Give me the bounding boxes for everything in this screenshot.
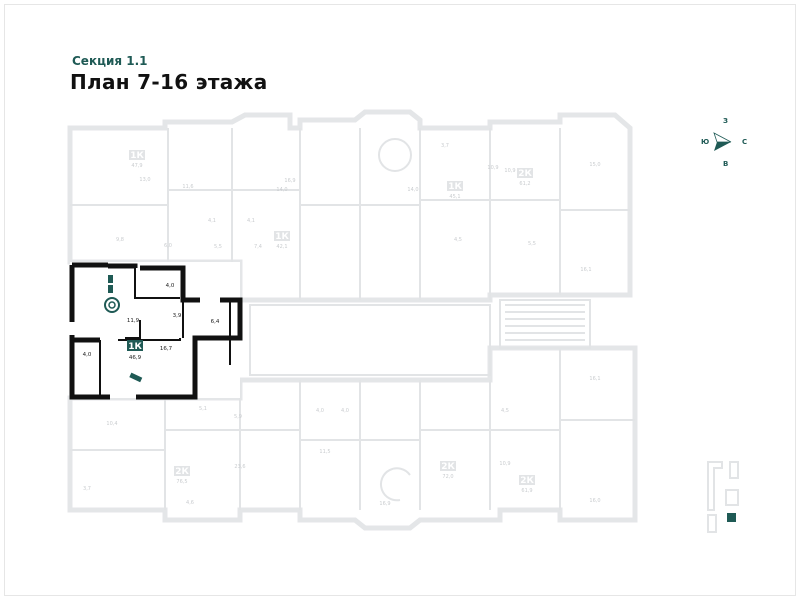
apartment-type: 2К [175, 467, 189, 477]
apartment-area: 76,5 [176, 479, 187, 485]
room-area: 10,9 [487, 165, 498, 171]
room-area: 16,7 [160, 346, 173, 352]
room-area: 5,5 [214, 244, 222, 250]
building-outline [67, 109, 638, 531]
room-area: 4,5 [454, 237, 462, 243]
apartment-area: 72,0 [442, 474, 453, 480]
room-area: 10,9 [504, 168, 515, 174]
apartment-type: 2К [518, 169, 532, 179]
room-area: 10,9 [499, 461, 510, 467]
apartment-type-badge [274, 231, 290, 241]
room-area: 16,9 [379, 501, 390, 507]
room-area: 23,6 [234, 464, 245, 470]
room-area: 4,0 [341, 408, 349, 414]
apartment-type: 2К [441, 462, 455, 472]
room-area: 11,6 [182, 184, 193, 190]
room-area: 16,0 [589, 498, 600, 504]
apartment-area: 42,1 [276, 244, 287, 250]
site-minimap [707, 461, 739, 533]
room-area: 10,4 [106, 421, 117, 427]
room-area: 3,7 [441, 143, 449, 149]
room-area: 3,7 [83, 486, 91, 492]
room-area: 9,8 [116, 237, 124, 243]
room-area: 16,1 [580, 267, 591, 273]
apartment-area: 61,2 [519, 181, 530, 187]
room-area: 4,1 [247, 218, 255, 224]
room-area: 4,0 [166, 283, 175, 289]
room-area: 5,5 [528, 241, 536, 247]
section-label: Секция 1.1 [72, 54, 148, 68]
compass-north: З [723, 117, 728, 125]
room-area: 11,5 [319, 449, 330, 455]
apartment-type-badge [447, 181, 463, 191]
compass-east: С [742, 138, 748, 146]
room-area: 6,4 [211, 319, 220, 325]
room-area: 16,9 [284, 178, 295, 184]
room-area: 13,0 [139, 177, 150, 183]
room-area: 3,9 [173, 313, 182, 319]
apartment-area: 47,9 [131, 163, 142, 169]
highlighted-apartment-labels: 4,0 11,9 3,9 6,4 16,7 4,0 1К 46,9 [83, 283, 220, 361]
compass-west: Ю [701, 138, 710, 146]
page-title: План 7-16 этажа [70, 70, 268, 94]
compass-south: В [723, 160, 729, 168]
room-area: 4,0 [83, 352, 92, 358]
room-area: 4,6 [186, 500, 194, 506]
apartment-type: 1К [275, 232, 289, 242]
apartment-area: 45,1 [449, 194, 460, 200]
room-area: 6,0 [164, 243, 172, 249]
apartment-type: 1К [130, 151, 144, 161]
room-area: 14,0 [407, 187, 418, 193]
room-area: 7,4 [254, 244, 262, 250]
apartment-type-badge [129, 150, 145, 160]
apartment-type-badge [440, 461, 456, 471]
room-area: 4,1 [208, 218, 216, 224]
apartment-type: 2К [520, 476, 534, 486]
room-area: 15,0 [589, 162, 600, 168]
room-area: 14,0 [276, 187, 287, 193]
highlighted-apartment[interactable] [69, 262, 243, 400]
apartment-type: 1К [448, 182, 462, 192]
room-area: 5,9 [234, 414, 242, 420]
plan-frame [4, 4, 796, 596]
apartment-type-badge [519, 475, 535, 485]
room-area: 16,1 [589, 376, 600, 382]
room-area: 5,1 [199, 406, 207, 412]
apartment-type-badge [174, 466, 190, 476]
room-area: 4,0 [316, 408, 324, 414]
room-area: 4,5 [501, 408, 509, 414]
apartment-area: 61,9 [521, 488, 532, 494]
other-apartment-labels: 1К 47,9 1К 42,1 1К 45,1 2К 61,2 2К 76,5 2К 72,0 2К 61… [83, 143, 601, 507]
apartment-type-badge [517, 168, 533, 178]
apartment-type-badge: 1К [128, 342, 142, 352]
room-area: 11,9 [127, 318, 140, 324]
apartment-area: 46,9 [129, 355, 142, 361]
